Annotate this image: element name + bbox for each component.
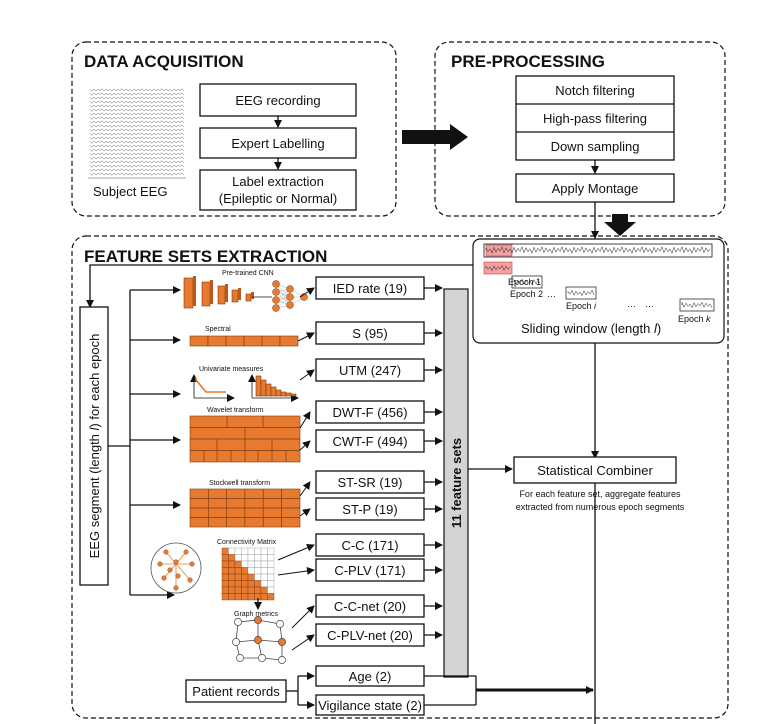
feature-extraction-panel [71,235,729,719]
feature-label-4: CWT-F (494) [332,434,407,449]
feature-label-3: DWT-F (456) [332,405,407,420]
ellipsis-2: … [627,299,636,309]
feature-label-6: ST-P (19) [342,502,397,517]
filtering-stack [515,75,675,161]
connectivity-matrix-icon [221,547,275,601]
label-extraction-sublabel: (Epileptic or Normal) [219,191,337,206]
epoch-i-label: Epoch i [566,301,597,311]
acquisition-panel [71,41,397,217]
feature-label-0: IED rate (19) [333,281,407,296]
eeg-recording-label: EEG recording [235,93,320,108]
feature-sets-bar [443,288,469,678]
graph-network-icon [232,616,286,664]
vigilance-label: Vigilance state (2) [318,698,422,713]
method-stockwell-label: Stockwell transform [209,480,270,487]
method-wavelet-label: Wavelet transform [207,407,264,414]
feature-boxes: IED rate (19) S (95) UTM (247) DWT-F (456) C… [315,276,443,647]
patient-records-label: Patient records [192,684,280,699]
feature-label-1: S (95) [352,326,387,341]
eeg-recording-box [199,83,357,117]
method-graph-label: Graph metrics [234,611,278,618]
label-extraction-label: Label extraction [232,174,324,189]
age-label: Age (2) [349,669,392,684]
method-connectivity-label: Connectivity Matrix [217,539,277,546]
subject-eeg-label: Subject EEG [93,184,167,199]
feature-label-7: C-C (171) [341,538,398,553]
down-sampling-label: Down sampling [551,139,640,154]
sliding-window-label: Sliding window (length l) [521,321,661,336]
eeg-segment-label: EEG segment (length l) for each epoch [87,334,102,559]
eeg-segment-box [79,306,109,586]
spectral-icon [189,335,299,347]
preprocessing-panel [434,41,726,217]
feature-extraction-title: FEATURE SETS EXTRACTION [84,247,327,266]
sliding-window-box [472,238,725,344]
feature-sets-label: 11 feature sets [449,438,464,528]
ellipsis-1: … [547,289,556,299]
epoch-1-label: Epoch 1 [508,277,541,287]
subject-eeg-traces [88,88,186,179]
combiner-desc-1: For each feature set, aggregate features [519,489,681,499]
statistical-combiner-label: Statistical Combiner [537,463,653,478]
ellipsis-3: … [645,299,654,309]
feature-label-10: C-PLV-net (20) [327,628,413,643]
flow-arrow-down [604,214,636,236]
feature-label-5: ST-SR (19) [337,475,402,490]
feature-label-2: UTM (247) [339,363,401,378]
highpass-filtering-label: High-pass filtering [543,111,647,126]
wavelet-grid-icon [189,415,301,463]
combiner-desc-2: extracted from numerous epoch segments [516,502,685,512]
notch-filtering-label: Notch filtering [555,83,634,98]
epoch-k-label: Epoch k [678,314,711,324]
method-spectral-label: Spectral [205,326,231,333]
cnn-icon [183,276,308,312]
scalp-electrode-icon [150,542,202,594]
preprocessing-title: PRE-PROCESSING [451,52,605,71]
stockwell-grid-icon [189,488,301,528]
method-cnn-label: Pre-trained CNN [222,270,274,277]
feature-label-8: C-PLV (171) [334,563,405,578]
apply-montage-box [515,173,675,203]
acquisition-title: DATA ACQUISITION [84,52,244,71]
apply-montage-label: Apply Montage [552,181,639,196]
expert-labelling-box [199,127,357,159]
method-univariate-label: Univariate measures [199,366,264,373]
sliding-window-traces [485,246,713,309]
univariate-icon [190,374,299,402]
feature-label-9: C-C-net (20) [334,599,406,614]
label-extraction-box [199,169,357,211]
expert-labelling-label: Expert Labelling [231,136,324,151]
epoch-2-label: Epoch 2 [510,289,543,299]
